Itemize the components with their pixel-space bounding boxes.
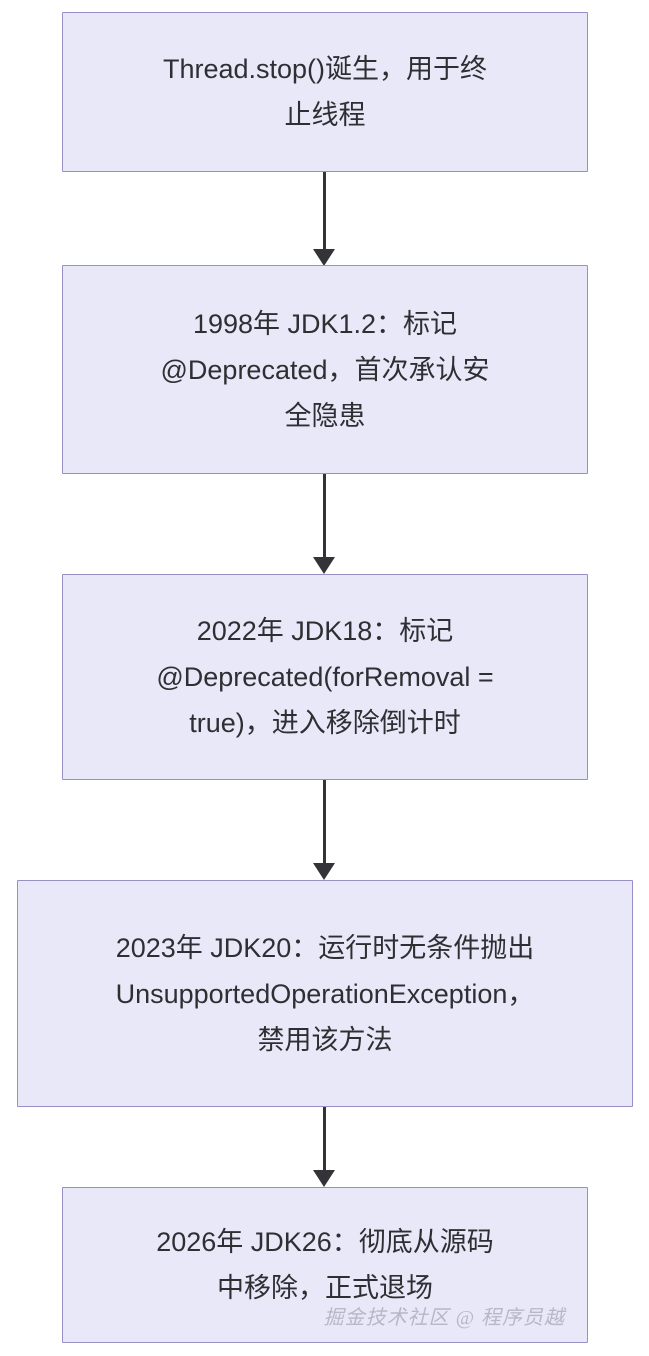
flow-node-label: 1998年 JDK1.2：标记 @Deprecated，首次承认安 全隐患 bbox=[160, 308, 490, 431]
flow-node-label: 2026年 JDK26：彻底从源码 中移除，正式退场 bbox=[156, 1227, 494, 1303]
flow-node-thread-stop-birth[interactable]: Thread.stop()诞生，用于终 止线程 bbox=[62, 12, 588, 172]
flow-edge-arrowhead-2 bbox=[313, 863, 335, 880]
flow-node-jdk12-deprecated[interactable]: 1998年 JDK1.2：标记 @Deprecated，首次承认安 全隐患 bbox=[62, 265, 588, 474]
flow-edge-line-0 bbox=[323, 172, 326, 249]
flow-node-label: Thread.stop()诞生，用于终 止线程 bbox=[162, 54, 488, 130]
flow-edge-line-2 bbox=[323, 780, 326, 863]
flow-node-jdk26-removed[interactable]: 2026年 JDK26：彻底从源码 中移除，正式退场 掘金技术社区 @ 程序员越 bbox=[62, 1187, 588, 1343]
flow-edge-line-3 bbox=[323, 1107, 326, 1170]
flow-edge-arrowhead-1 bbox=[313, 557, 335, 574]
flow-edge-arrowhead-0 bbox=[313, 249, 335, 266]
flow-edge-arrowhead-3 bbox=[313, 1170, 335, 1187]
flow-node-label: 2023年 JDK20：运行时无条件抛出 UnsupportedOperatio… bbox=[115, 932, 535, 1055]
flow-node-jdk18-for-removal[interactable]: 2022年 JDK18：标记 @Deprecated(forRemoval = … bbox=[62, 574, 588, 780]
flow-node-label: 2022年 JDK18：标记 @Deprecated(forRemoval = … bbox=[156, 616, 494, 738]
flow-node-jdk20-throws-exception[interactable]: 2023年 JDK20：运行时无条件抛出 UnsupportedOperatio… bbox=[17, 880, 633, 1107]
flow-edge-line-1 bbox=[323, 474, 326, 557]
watermark: 掘金技术社区 @ 程序员越 bbox=[323, 1307, 565, 1329]
